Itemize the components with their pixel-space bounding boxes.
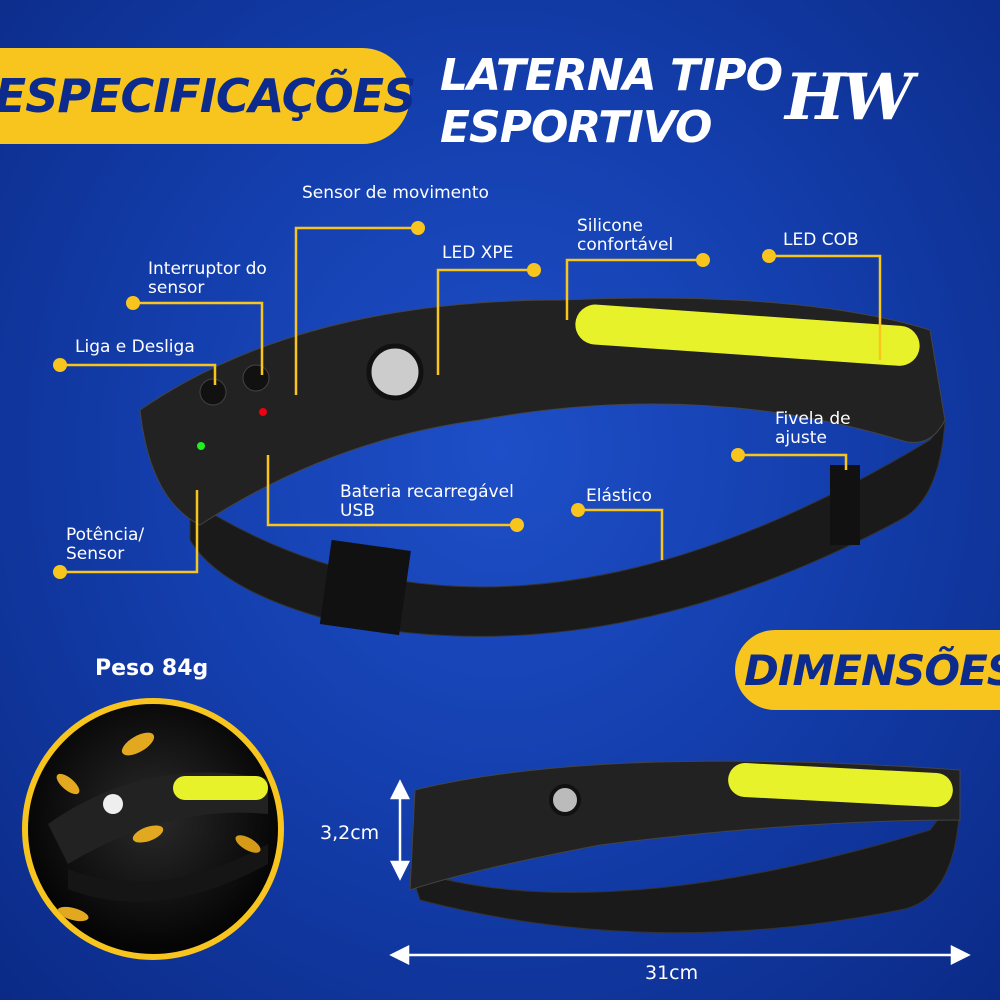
label-power-button: Liga e Desliga	[75, 337, 195, 357]
weight-label: Peso 84g	[95, 656, 209, 681]
title-line-2: ESPORTIVO	[440, 102, 712, 153]
dimensions-badge: DIMENSÕES	[735, 630, 1000, 710]
specifications-badge: ESPECIFICAÇÕES	[0, 48, 416, 144]
label-motion-sensor: Sensor de movimento	[302, 183, 489, 203]
weight-photo	[22, 698, 284, 960]
light-headlamp-illustration	[48, 732, 268, 922]
xpe-led	[366, 343, 424, 401]
label-sensor-switch: Interruptor do sensor	[148, 259, 267, 298]
brand-logo: HW	[785, 60, 913, 135]
label-buckle: Fivela de ajuste	[775, 409, 851, 448]
height-dimension: 3,2cm	[320, 822, 380, 844]
dimension-strap	[409, 788, 961, 934]
label-led-xpe: LED XPE	[442, 243, 514, 263]
label-elastic: Elástico	[586, 486, 652, 506]
cob-led-strip	[575, 304, 920, 366]
width-dimension: 31cm	[645, 962, 699, 984]
label-power-sensor: Potência/ Sensor	[66, 525, 145, 564]
label-led-cob: LED COB	[783, 230, 859, 250]
label-silicone: Silicone confortável	[577, 216, 674, 255]
title-line-1: LATERNA TIPO	[440, 50, 783, 101]
label-battery: Bateria recarregável USB	[340, 482, 514, 521]
